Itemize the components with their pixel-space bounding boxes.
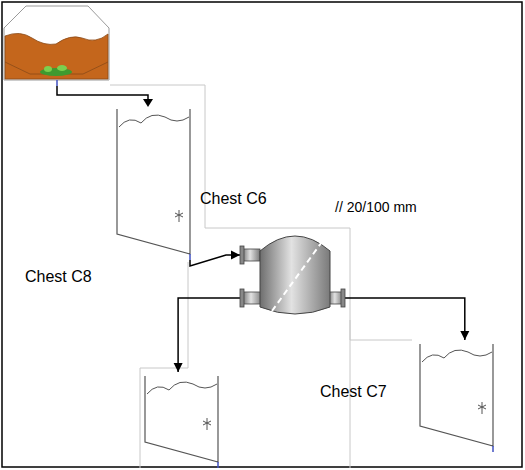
chest: Chest C8 xyxy=(143,372,221,468)
pipe-connector xyxy=(174,298,240,372)
pressure-screen-symbol xyxy=(240,225,345,320)
chest-label: Chest C6 xyxy=(200,190,267,208)
chest-symbol xyxy=(143,372,221,468)
pipe-connector xyxy=(190,251,240,267)
chest-symbol xyxy=(115,105,193,260)
pressure-screen: // 20/100 mm xyxy=(240,225,345,320)
silo-feed-line xyxy=(57,86,153,107)
screen-slot-label: // 20/100 mm xyxy=(335,199,417,215)
area-outlines xyxy=(110,85,412,468)
chest-label: Chest C8 xyxy=(25,268,92,286)
chest-label: Chest C7 xyxy=(320,383,387,401)
silo xyxy=(4,6,109,86)
pipe-connector xyxy=(345,298,469,340)
frame xyxy=(2,2,522,467)
chest: Chest C7 xyxy=(418,340,496,452)
chest-symbol xyxy=(418,340,496,452)
chest: Chest C6 xyxy=(115,105,193,260)
